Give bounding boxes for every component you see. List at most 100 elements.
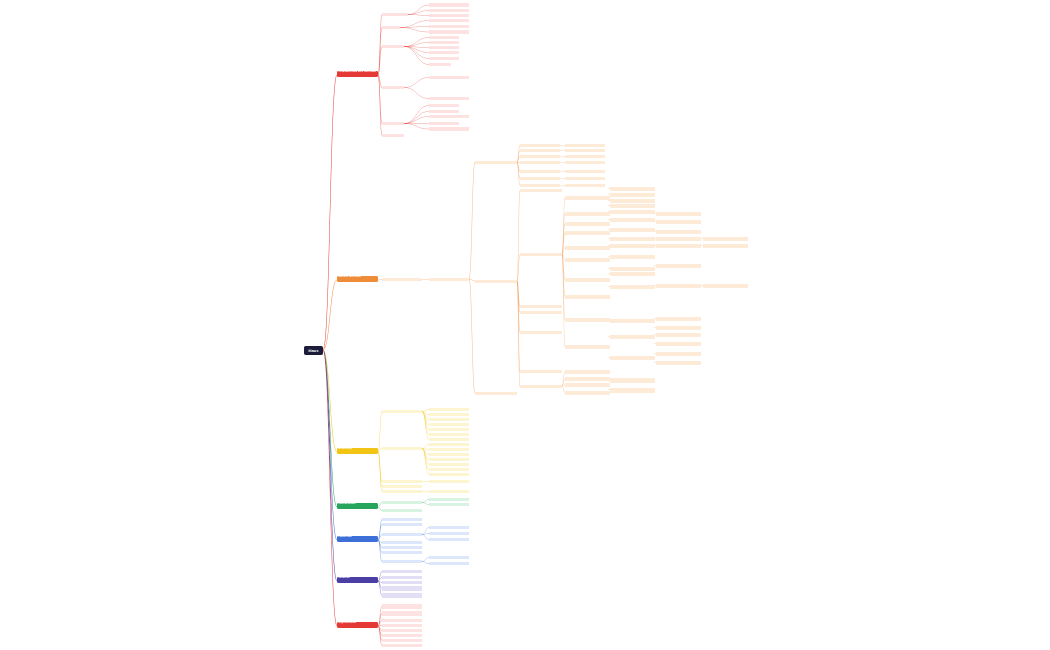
leaf-node[interactable] [565,370,610,374]
branch-node[interactable] [382,604,422,609]
leaf-node[interactable] [565,212,610,216]
leaf-node[interactable] [520,161,560,164]
branch-node[interactable] [382,593,422,598]
branch-node[interactable] [382,570,422,573]
leaf-node[interactable] [429,413,469,416]
category-node-1[interactable]: Charakteristika kurz und Natur [337,71,378,77]
branch-node[interactable] [382,551,422,554]
leaf-node[interactable] [656,230,701,234]
leaf-node[interactable] [610,319,655,323]
leaf-node[interactable] [429,57,459,60]
branch-node[interactable] [520,311,562,314]
leaf-node[interactable] [429,46,459,49]
branch-node[interactable] [382,480,422,483]
leaf-node[interactable] [429,458,469,461]
leaf-node[interactable] [520,149,560,152]
leaf-node[interactable] [429,63,451,66]
leaf-node[interactable] [656,352,701,356]
leaf-node[interactable] [610,210,655,214]
branch-node[interactable] [382,278,422,281]
leaf-node[interactable] [429,468,469,471]
leaf-node[interactable] [565,170,605,173]
leaf-node[interactable] [610,204,655,208]
branch-node[interactable] [382,447,422,450]
leaf-node[interactable] [429,51,459,54]
leaf-node[interactable] [656,317,701,321]
branch-node[interactable] [382,490,422,493]
leaf-node[interactable] [429,448,469,451]
branch-node[interactable] [382,629,422,632]
leaf-node[interactable] [429,438,469,441]
branch-node[interactable] [382,634,422,637]
category-node-3[interactable]: Ernährung [337,448,378,454]
branch-node[interactable] [382,611,422,616]
branch-node[interactable] [520,370,562,373]
branch-node[interactable] [382,26,400,29]
branch-node[interactable] [382,122,404,125]
leaf-node[interactable] [429,490,469,493]
leaf-node[interactable] [429,3,469,7]
leaf-node[interactable] [429,30,469,34]
leaf-node[interactable] [565,345,610,349]
leaf-node[interactable] [565,318,610,322]
leaf-node[interactable] [429,115,469,118]
leaf-node[interactable] [565,246,610,250]
branch-node[interactable] [382,644,422,647]
leaf-node[interactable] [429,97,469,100]
leaf-node[interactable] [429,443,469,446]
leaf-node[interactable] [429,423,469,426]
leaf-node[interactable] [565,177,605,180]
leaf-node[interactable] [610,272,655,276]
leaf-node[interactable] [565,149,605,152]
branch-node[interactable] [382,410,422,413]
leaf-node[interactable] [565,377,610,381]
leaf-node[interactable] [610,237,655,241]
leaf-node[interactable] [429,526,469,529]
branch-node[interactable] [382,501,422,504]
leaf-node[interactable] [656,361,701,365]
category-node-4[interactable]: Nachkommen [337,503,378,509]
leaf-node[interactable] [565,196,610,200]
leaf-node[interactable] [656,244,701,248]
branch-node[interactable] [382,45,404,48]
leaf-node[interactable] [429,25,469,28]
leaf-node[interactable] [565,161,605,164]
leaf-node[interactable] [429,122,459,125]
leaf-node[interactable] [656,220,701,224]
leaf-node[interactable] [610,285,655,289]
leaf-node[interactable] [429,104,459,107]
leaf-node[interactable] [610,199,655,203]
leaf-node[interactable] [703,244,748,248]
leaf-node[interactable] [429,9,469,12]
branch-node[interactable] [475,280,517,283]
branch-node[interactable] [382,581,422,584]
leaf-node[interactable] [703,284,748,288]
leaf-node[interactable] [610,378,655,383]
leaf-node[interactable] [429,41,459,44]
branch-node[interactable] [382,509,422,512]
leaf-node[interactable] [520,155,560,158]
leaf-node[interactable] [429,473,469,476]
leaf-node[interactable] [429,418,469,421]
leaf-node[interactable] [429,278,469,281]
root-node[interactable]: Maus [304,346,323,355]
branch-node[interactable] [520,385,562,388]
leaf-node[interactable] [565,258,610,262]
branch-node[interactable] [520,253,562,256]
leaf-node[interactable] [520,144,560,147]
branch-node[interactable] [382,134,404,137]
leaf-node[interactable] [520,184,560,187]
leaf-node[interactable] [429,19,469,22]
branch-node[interactable] [382,546,422,549]
leaf-node[interactable] [429,562,469,565]
leaf-node[interactable] [565,278,610,282]
category-node-7[interactable]: Eigenschaften [337,622,378,628]
leaf-node[interactable] [610,388,655,393]
leaf-node[interactable] [429,433,469,436]
leaf-node[interactable] [565,155,605,158]
leaf-node[interactable] [565,383,610,387]
leaf-node[interactable] [429,76,469,79]
category-node-6[interactable]: Gefahren [337,577,378,583]
leaf-node[interactable] [429,408,469,411]
leaf-node[interactable] [429,428,469,431]
